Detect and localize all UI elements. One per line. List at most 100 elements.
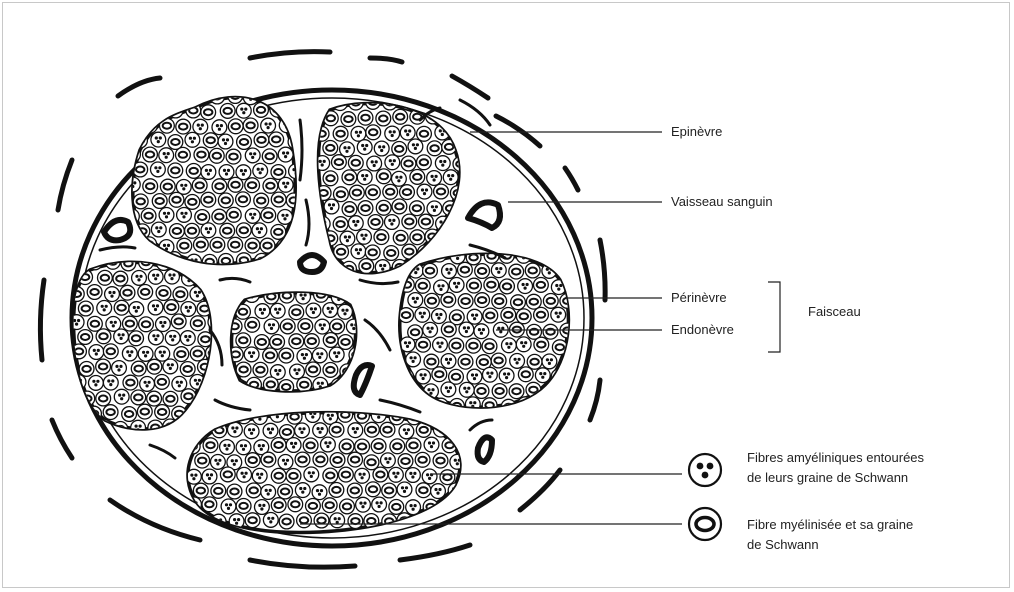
- myelinated-fiber: [114, 300, 129, 315]
- unmyelinated-fiber-bundle: [204, 408, 219, 423]
- myelinated-fiber: [168, 163, 183, 178]
- unmyelinated-fiber-bundle: [356, 497, 371, 512]
- fascicle-1: [124, 87, 303, 269]
- myelinated-fiber: [190, 346, 205, 361]
- myelinated-fiber: [536, 397, 551, 412]
- myelinated-fiber: [482, 398, 497, 413]
- unmyelinated-fiber-bundle: [297, 349, 312, 364]
- unmyelinated-fiber-bundle: [114, 329, 129, 344]
- unmyelinated-fiber-bundle: [346, 319, 361, 334]
- unmyelinated-fiber-bundle: [351, 126, 366, 141]
- myelinated-fiber: [338, 335, 353, 350]
- unmyelinated-fiber-bundle: [201, 165, 216, 180]
- legend-unmyelinated-line-2: de leurs graine de Schwann: [747, 470, 908, 485]
- unmyelinated-fiber-bundle: [143, 118, 158, 133]
- unmyelinated-fiber-bundle: [461, 171, 476, 186]
- myelinated-fiber: [263, 348, 278, 363]
- myelinated-fiber: [237, 135, 252, 150]
- myelinated-fiber: [416, 337, 431, 352]
- myelinated-fiber: [298, 319, 313, 334]
- myelinated-fiber: [202, 497, 217, 512]
- myelinated-fiber: [129, 331, 144, 346]
- myelinated-fiber: [262, 149, 277, 164]
- myelinated-fiber: [355, 439, 370, 454]
- myelinated-fiber: [286, 193, 301, 208]
- myelinated-fiber: [210, 237, 225, 252]
- myelinated-fiber: [96, 359, 111, 374]
- unmyelinated-fiber-bundle: [551, 307, 566, 322]
- myelinated-fiber: [246, 483, 261, 498]
- myelinated-fiber: [163, 391, 178, 406]
- unmyelinated-fiber-bundle: [312, 348, 327, 363]
- myelinated-fiber: [443, 201, 458, 216]
- unmyelinated-fiber-bundle: [483, 367, 498, 382]
- unmyelinated-fiber-bundle: [516, 337, 531, 352]
- myelinated-fiber: [177, 238, 192, 253]
- myelinated-fiber: [518, 367, 533, 382]
- unmyelinated-fiber-bundle: [441, 382, 456, 397]
- myelinated-fiber: [143, 147, 158, 162]
- myelinated-fiber: [203, 133, 218, 148]
- myelinated-fiber: [366, 185, 381, 200]
- unmyelinated-fiber-bundle: [329, 347, 344, 362]
- myelinated-fiber: [423, 263, 438, 278]
- unmyelinated-fiber-bundle: [321, 437, 336, 452]
- unmyelinated-fiber-bundle: [122, 346, 137, 361]
- myelinated-fiber: [198, 271, 213, 286]
- myelinated-fiber: [220, 104, 235, 119]
- myelinated-fiber: [511, 295, 526, 310]
- myelinated-fiber: [153, 103, 168, 118]
- unmyelinated-fiber-bundle: [255, 304, 270, 319]
- unmyelinated-fiber-bundle: [89, 345, 104, 360]
- unmyelinated-fiber-bundle: [138, 347, 153, 362]
- myelinated-fiber: [193, 425, 208, 440]
- label-endoneurium: Endonèvre: [671, 322, 734, 337]
- myelinated-fiber: [348, 514, 363, 529]
- myelinated-fiber: [330, 319, 345, 334]
- unmyelinated-fiber-bundle: [151, 132, 166, 147]
- fascicle-5: [399, 247, 576, 414]
- myelinated-fiber: [342, 202, 357, 217]
- unmyelinated-fiber-bundle: [245, 288, 260, 303]
- unmyelinated-fiber-bundle: [355, 468, 370, 483]
- myelinated-fiber: [253, 362, 268, 377]
- unmyelinated-fiber-bundle: [212, 120, 227, 135]
- legend-myelinated-line-1: Fibre myélinisée et sa graine: [747, 517, 913, 532]
- unmyelinated-fiber-bundle: [423, 322, 438, 337]
- myelinated-fiber: [516, 309, 531, 324]
- myelinated-fiber: [482, 339, 497, 354]
- unmyelinated-fiber-bundle: [148, 269, 163, 284]
- unmyelinated-fiber-bundle: [542, 354, 557, 369]
- myelinated-fiber: [543, 294, 558, 309]
- myelinated-fiber: [103, 405, 118, 420]
- unmyelinated-fiber-bundle: [264, 319, 279, 334]
- unmyelinated-fiber-bundle: [218, 134, 233, 149]
- unmyelinated-fiber-bundle: [263, 513, 278, 528]
- unmyelinated-fiber-bundle: [510, 354, 525, 369]
- blood-vessel-4: [354, 365, 372, 395]
- myelinated-fiber: [417, 126, 432, 141]
- unmyelinated-fiber-bundle: [176, 88, 191, 103]
- unmyelinated-fiber-bundle: [180, 331, 195, 346]
- myelinated-fiber: [339, 467, 354, 482]
- myelinated-fiber: [164, 300, 179, 315]
- myelinated-fiber: [551, 399, 566, 414]
- unmyelinated-fiber-bundle: [442, 264, 457, 279]
- unmyelinated-fiber-bundle: [381, 453, 396, 468]
- myelinated-fiber: [236, 223, 251, 238]
- unmyelinated-fiber-bundle: [448, 424, 463, 439]
- myelinated-fiber: [156, 286, 171, 301]
- myelinated-fiber: [228, 237, 243, 252]
- unmyelinated-fiber-bundle: [348, 423, 363, 438]
- myelinated-fiber: [147, 359, 162, 374]
- myelinated-fiber: [254, 133, 269, 148]
- myelinated-fiber: [174, 347, 189, 362]
- myelinated-fiber: [402, 214, 417, 229]
- myelinated-fiber: [209, 148, 224, 163]
- myelinated-fiber: [410, 170, 425, 185]
- unmyelinated-fiber-bundle: [442, 409, 457, 424]
- myelinated-fiber: [245, 238, 260, 253]
- myelinated-fiber: [171, 314, 186, 329]
- unmyelinated-fiber-bundle: [114, 389, 129, 404]
- myelinated-fiber: [133, 194, 148, 209]
